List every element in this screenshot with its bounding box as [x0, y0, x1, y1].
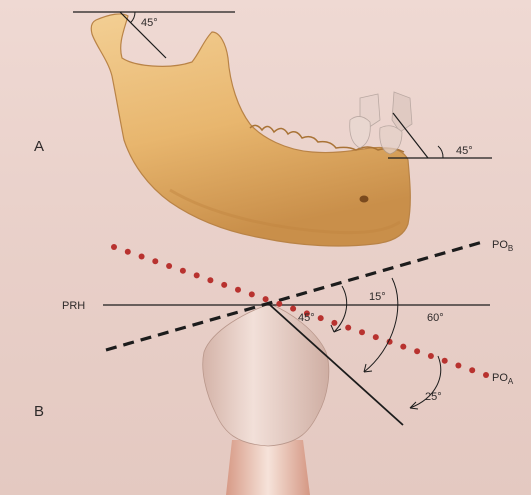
po-a-dot: [180, 268, 186, 274]
angle-60-label: 60°: [427, 312, 444, 324]
po-b-label: POB: [492, 239, 513, 253]
po-a-dot: [400, 344, 406, 350]
po-a-dot: [469, 367, 475, 373]
po-a-dot: [139, 254, 145, 260]
po-a-dot: [111, 244, 117, 250]
panel-a-letter: A: [34, 138, 44, 155]
incisal-angle-arc: [438, 146, 443, 158]
po-a-dot: [290, 306, 296, 312]
panel-b-letter: B: [34, 403, 44, 420]
po-a-dot: [318, 315, 324, 321]
po-a-label: POA: [492, 372, 514, 386]
po-a-dot: [428, 353, 434, 359]
po-a-dot: [166, 263, 172, 269]
po-a-dot: [345, 325, 351, 331]
panel-b: PRH POB POA 45° 15° 60° 25°: [34, 239, 514, 495]
po-a-dot: [455, 363, 461, 369]
po-a-dot: [235, 287, 241, 293]
po-a-dot: [263, 296, 269, 302]
tooth-crown-illustration: [203, 304, 329, 446]
po-a-dot: [207, 277, 213, 283]
tooth-root-illustration: [226, 440, 310, 495]
po-a-dot: [152, 258, 158, 264]
angle-45-label: 45°: [298, 312, 315, 324]
ghost-incisors: [350, 92, 412, 154]
incisal-angle-label: 45°: [456, 145, 473, 157]
top-angle-label: 45°: [141, 17, 158, 29]
po-a-dot: [331, 320, 337, 326]
po-a-dot: [359, 329, 365, 335]
prh-label: PRH: [62, 300, 85, 312]
po-a-dot: [276, 301, 282, 307]
po-a-dot: [442, 358, 448, 364]
panel-a: 45° 45° A: [34, 12, 492, 246]
po-a-dot: [414, 348, 420, 354]
angle-25-label: 25°: [425, 391, 442, 403]
po-a-dot: [483, 372, 489, 378]
po-a-dot: [194, 272, 200, 278]
mental-foramen: [360, 196, 369, 203]
po-a-dot: [221, 282, 227, 288]
top-angle-arc: [131, 12, 135, 23]
po-a-dot: [373, 334, 379, 340]
po-a-dot: [249, 291, 255, 297]
po-a-dot: [125, 249, 131, 255]
angle-15-label: 15°: [369, 291, 386, 303]
